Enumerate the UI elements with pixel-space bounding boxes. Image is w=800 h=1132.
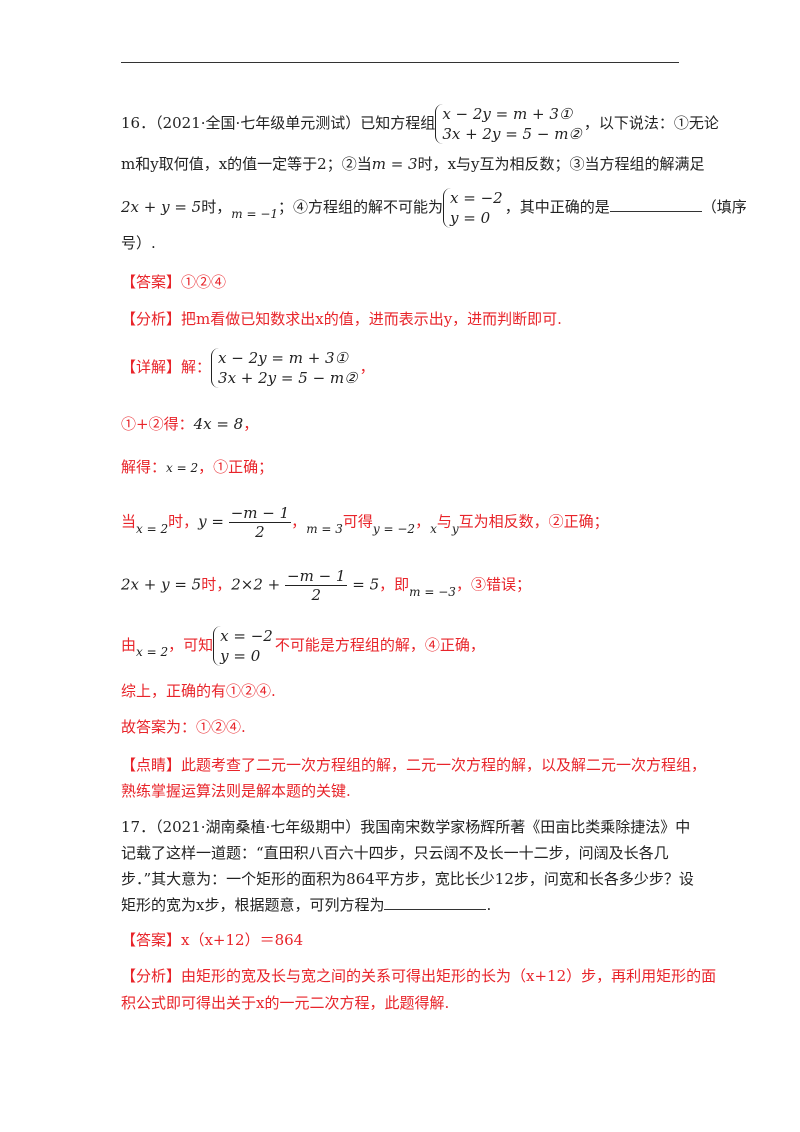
analysis-tag: 【分析】 [121,967,182,985]
a16-point-2: 熟练掌握运算法则是解本题的关键. [121,782,351,800]
a16-point-1: 【点睛】此题考查了二元一次方程组的解，二元一次方程的解，以及解二元一次方程组， [121,756,707,774]
a17-analysis-1: 【分析】由矩形的宽及长与宽之间的关系可得出矩形的长为（x+12）步，再利用矩形的… [121,967,717,985]
answer-blank-16 [609,197,702,212]
q16-text: 16．（2021·全国·七年级单元测试）已知方程组 [121,114,436,132]
point-tag: 【点睛】 [121,756,182,774]
q17-line-3: 步．”其大意为：一个矩形的面积为864平方步，宽比长少12步，问宽和长各多少步？… [121,870,694,888]
a16-step-2: 解得：x = 2，①正确； [121,458,274,476]
q16-line-2: m和y取何值，x的值一定等于2；②当m = 3时，x与y互为相反数；③当方程组的… [121,155,705,173]
header-rule [121,62,679,63]
a16-analysis: 【分析】把m看做已知数求出x的值，进而表示出y，进而判断即可. [121,310,562,328]
analysis-tag: 【分析】 [121,310,182,328]
q17-line-4: 矩形的宽为x步，根据题意，可列方程为. [121,895,492,914]
answer-tag: 【答案】 [121,273,182,291]
a17-answer: 【答案】x（x+12）＝864 [121,931,304,949]
q17-line-2: 记载了这样一道题：“直田积八百六十四步，只云阔不及长一十二步，问阔及长各几 [121,844,669,862]
answer-blank-17 [384,895,487,910]
a16-step-6: 综上，正确的有①②④. [121,682,276,700]
q17-line-1: 17．（2021·湖南桑植·七年级期中）我国南宋数学家杨辉所著《田亩比类乘除捷法… [121,818,691,836]
a16-step-1: ①+②得：4x = 8， [121,415,259,433]
q16-line-4: 号）. [121,234,156,252]
a16-step-7: 故答案为：①②④. [121,718,246,736]
answer-tag: 【答案】 [121,931,182,949]
detail-tag: 【详解】 [121,358,182,376]
a17-analysis-2: 积公式即可得出关于x的一元二次方程，此题得解. [121,994,450,1012]
a16-answer: 【答案】①②④ [121,273,227,291]
